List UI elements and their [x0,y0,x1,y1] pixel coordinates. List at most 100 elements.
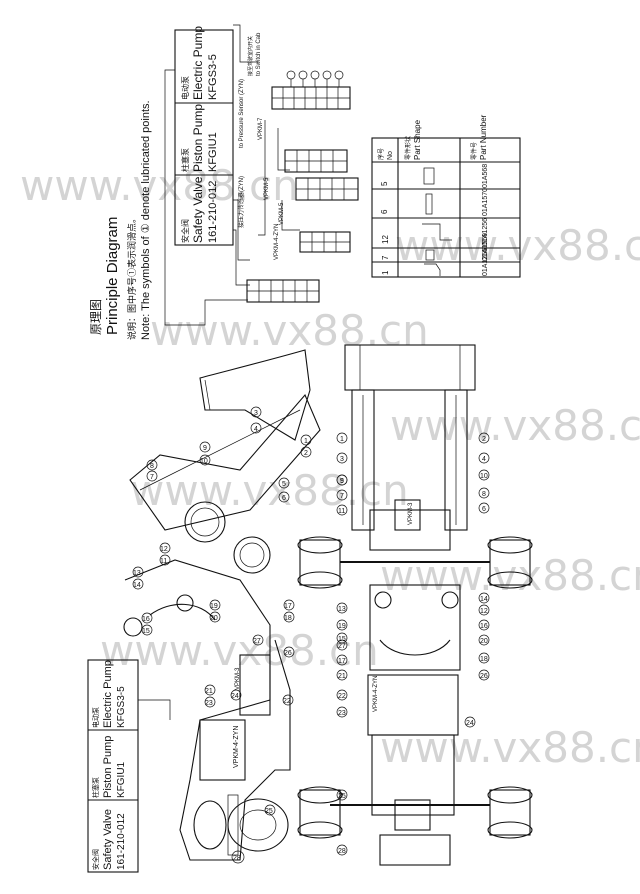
svg-text:8: 8 [150,463,154,470]
svg-text:25: 25 [265,808,273,815]
svg-text:2: 2 [482,436,486,443]
svg-text:19: 19 [338,623,346,630]
watermark-text: www.vx88.cn [390,401,640,450]
svg-text:11: 11 [338,508,345,515]
svg-text:11: 11 [160,558,167,565]
side-distributor-label: VPKM-4-ZYN [233,726,240,768]
lube-point [252,634,264,646]
svg-text:24: 24 [466,720,474,727]
watermark-text: www.vx88.cn [20,161,299,210]
svg-text:22: 22 [338,693,346,700]
svg-text:13: 13 [133,570,141,577]
svg-text:KFGIU1: KFGIU1 [116,761,127,798]
top-connections: 接至驾驶室内开关 to Switch in Cab 接压力传感器(ZYN) to… [164,24,300,326]
svg-text:15: 15 [338,636,346,643]
svg-text:1: 1 [381,270,390,275]
lube-point [132,566,144,578]
svg-text:4: 4 [482,456,486,463]
title-cn: 原理图 [89,299,103,335]
svg-text:柱塞泵: 柱塞泵 [180,148,190,172]
svg-text:17: 17 [284,603,292,610]
svg-text:10: 10 [480,473,488,480]
svg-text:序号: 序号 [377,148,385,160]
svg-text:13: 13 [338,606,346,613]
svg-text:Electric Pump: Electric Pump [102,660,114,728]
parts-table: 序号 No 零件形状 Part Shape 零件号 Part Number 5 … [371,114,521,278]
svg-text:6: 6 [282,495,286,502]
title-block: 原理图 Principle Diagram [89,217,121,335]
svg-text:VPKM-7: VPKM-7 [258,117,264,140]
lube-point [132,578,144,590]
svg-text:7: 7 [340,493,344,500]
svg-text:5: 5 [340,478,344,485]
lube-point [283,611,295,623]
svg-text:5: 5 [380,181,389,186]
watermark-text: www.vx88.cn [380,551,640,600]
svg-text:21: 21 [338,673,346,680]
svg-text:12: 12 [160,546,168,553]
svg-text:1: 1 [340,436,344,443]
svg-text:25: 25 [338,793,346,800]
svg-text:安全阀: 安全阀 [91,849,100,870]
svg-text:22: 22 [283,698,291,705]
lube-point [204,696,216,708]
svg-text:接压力传感器(ZYN): 接压力传感器(ZYN) [237,176,245,228]
svg-text:KFGS3-5: KFGS3-5 [207,54,219,100]
svg-text:3: 3 [340,456,344,463]
lube-point [141,612,153,624]
svg-text:6: 6 [380,209,389,214]
svg-text:18: 18 [480,656,488,663]
note-block: 说明：图中序号①表示润滑点。 Note: The symbols of ① de… [126,100,152,340]
svg-text:6: 6 [482,506,486,513]
svg-text:VPKM-5: VPKM-5 [279,202,285,225]
title-en: Principle Diagram [104,217,121,335]
lube-point [141,624,153,636]
lube-point [199,454,211,466]
svg-text:柱塞泵: 柱塞泵 [91,777,100,798]
lube-point [209,611,221,623]
svg-text:7: 7 [381,255,390,260]
svg-text:23: 23 [205,700,213,707]
watermark-text: www.vx88.cn [100,626,379,675]
svg-text:4: 4 [254,426,258,433]
note-en: Note: The symbols of ① denote lubricated… [140,100,152,340]
lube-point [250,422,262,434]
distributor-vpkm-5-b: VPKM-5 [279,177,359,225]
lube-point [278,491,290,503]
svg-text:17: 17 [338,658,346,665]
svg-text:Part Number: Part Number [479,114,488,160]
distributor-safety-block [246,279,320,303]
watermark-text: www.vx88.cn [395,221,640,270]
svg-text:VPKM-3: VPKM-3 [235,667,241,690]
table-row: 1 01A1255 [381,248,489,276]
svg-text:161-210-012: 161-210-012 [116,813,127,870]
watermark-text: www.vx88.cn [150,306,429,355]
svg-text:26: 26 [284,650,292,657]
bottom-pump-frame [87,659,139,873]
note-cn: 说明：图中序号①表示润滑点。 [126,214,137,340]
table-row: 5 01A568 [380,164,489,188]
lube-point [230,689,242,701]
svg-text:Safety Valve: Safety Valve [191,176,205,243]
side-view-points: 1 2 3 4 5 6 7 8 9 10 11 12 13 14 15 16 1… [132,406,312,864]
lube-point [231,850,245,864]
svg-text:23: 23 [338,710,346,717]
lube-point [283,646,295,658]
svg-text:VPKM-3: VPKM-3 [408,502,414,525]
bottom-safety-valve-label: 安全阀 Safety Valve 161-210-012 [91,809,127,870]
table-row: 7 01A1569 [381,233,489,261]
table-header-pn: 零件号 Part Number [470,114,488,160]
top-piston-pump-label: 柱塞泵 Piston Pump KFGIU1 [180,104,219,172]
svg-text:VPKM-4-ZYN: VPKM-4-ZYN [373,676,379,712]
svg-text:27: 27 [338,643,346,650]
svg-text:14: 14 [480,596,488,603]
svg-text:01A1256: 01A1256 [482,218,489,246]
svg-text:27: 27 [253,638,261,645]
svg-text:28: 28 [233,855,241,862]
svg-text:Piston Pump: Piston Pump [191,104,205,172]
svg-text:161-210-012: 161-210-012 [207,181,219,243]
table-header-no: 序号 No [377,148,394,160]
lube-point [282,694,294,706]
plan-left-points: 1 3 5 7 9 11 13 15 17 19 21 23 25 27 22 … [336,432,348,856]
svg-text:VPKM-5: VPKM-5 [264,177,270,200]
